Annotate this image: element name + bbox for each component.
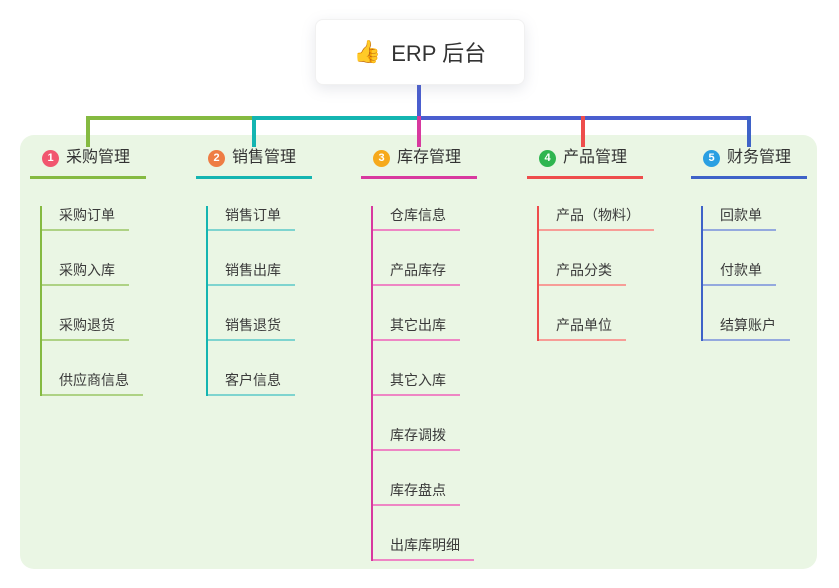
branch-title[interactable]: 3 库存管理 xyxy=(361,147,478,179)
child-node[interactable]: 采购退货 xyxy=(42,316,129,341)
child-node[interactable]: 其它入库 xyxy=(373,371,460,396)
child-node[interactable]: 采购入库 xyxy=(42,261,129,286)
root-connector-stem xyxy=(417,83,421,120)
child-node[interactable]: 其它出库 xyxy=(373,316,460,341)
branch-drop-3 xyxy=(417,116,421,147)
branch-label: 财务管理 xyxy=(727,149,792,166)
branch-children: 产品（物料） 产品分类产品单位 xyxy=(537,206,654,341)
child-node[interactable]: 销售退货 xyxy=(208,316,295,341)
child-node[interactable]: 产品（物料） xyxy=(539,206,654,231)
branch-number-badge: 5 xyxy=(703,149,720,167)
bus-segment-left xyxy=(86,116,252,120)
child-node[interactable]: 结算账户 xyxy=(703,316,790,341)
child-node[interactable]: 出库库明细 xyxy=(373,536,474,561)
child-node[interactable]: 销售出库 xyxy=(208,261,295,286)
child-node[interactable]: 供应商信息 xyxy=(42,371,143,396)
child-node[interactable]: 产品库存 xyxy=(373,261,460,286)
branch-inventory: 3 库存管理仓库信息产品库存其它出库其它入库库存调拨库存盘点出库库明细 xyxy=(361,147,478,561)
branch-number-badge: 1 xyxy=(42,149,59,167)
branch-label: 库存管理 xyxy=(397,149,462,166)
child-node[interactable]: 库存盘点 xyxy=(373,481,460,506)
branch-children: 回款单付款单结算账户 xyxy=(701,206,807,341)
branch-finance: 5 财务管理回款单付款单结算账户 xyxy=(691,147,808,341)
branch-children: 仓库信息产品库存其它出库其它入库库存调拨库存盘点出库库明细 xyxy=(371,206,477,561)
child-node[interactable]: 客户信息 xyxy=(208,371,295,396)
branch-title[interactable]: 4 产品管理 xyxy=(527,147,644,179)
child-node[interactable]: 回款单 xyxy=(703,206,776,231)
child-node[interactable]: 产品单位 xyxy=(539,316,626,341)
branch-title[interactable]: 1 采购管理 xyxy=(30,147,147,179)
branch-title[interactable]: 2 销售管理 xyxy=(196,147,313,179)
child-node[interactable]: 销售订单 xyxy=(208,206,295,231)
branch-children: 销售订单销售出库销售退货客户信息 xyxy=(206,206,312,396)
branch-children: 采购订单采购入库采购退货供应商信息 xyxy=(40,206,146,396)
branch-number-badge: 4 xyxy=(539,149,556,167)
branch-purchase: 1 采购管理采购订单采购入库采购退货供应商信息 xyxy=(30,147,147,396)
child-node[interactable]: 付款单 xyxy=(703,261,776,286)
branch-drop-1 xyxy=(86,116,90,147)
branch-title[interactable]: 5 财务管理 xyxy=(691,147,808,179)
bus-segment-right xyxy=(419,116,751,120)
branch-sales: 2 销售管理销售订单销售出库销售退货客户信息 xyxy=(196,147,313,396)
root-label: ERP 后台 xyxy=(391,41,487,66)
branch-drop-4 xyxy=(581,116,585,147)
branch-product: 4 产品管理产品（物料） 产品分类产品单位 xyxy=(527,147,654,341)
thumbs-up-icon: 👍 xyxy=(353,39,382,64)
branch-label: 销售管理 xyxy=(232,149,297,166)
child-node[interactable]: 库存调拨 xyxy=(373,426,460,451)
branch-number-badge: 2 xyxy=(208,149,225,167)
branch-number-badge: 3 xyxy=(373,149,390,167)
child-node[interactable]: 采购订单 xyxy=(42,206,129,231)
branch-label: 采购管理 xyxy=(66,149,131,166)
child-node[interactable]: 仓库信息 xyxy=(373,206,460,231)
bus-segment-middle xyxy=(252,116,419,120)
branch-drop-5 xyxy=(747,116,751,147)
branch-label: 产品管理 xyxy=(563,149,628,166)
root-node[interactable]: 👍 ERP 后台 xyxy=(315,19,525,85)
branch-drop-2 xyxy=(252,116,256,147)
child-node[interactable]: 产品分类 xyxy=(539,261,626,286)
background-panel xyxy=(20,135,817,569)
